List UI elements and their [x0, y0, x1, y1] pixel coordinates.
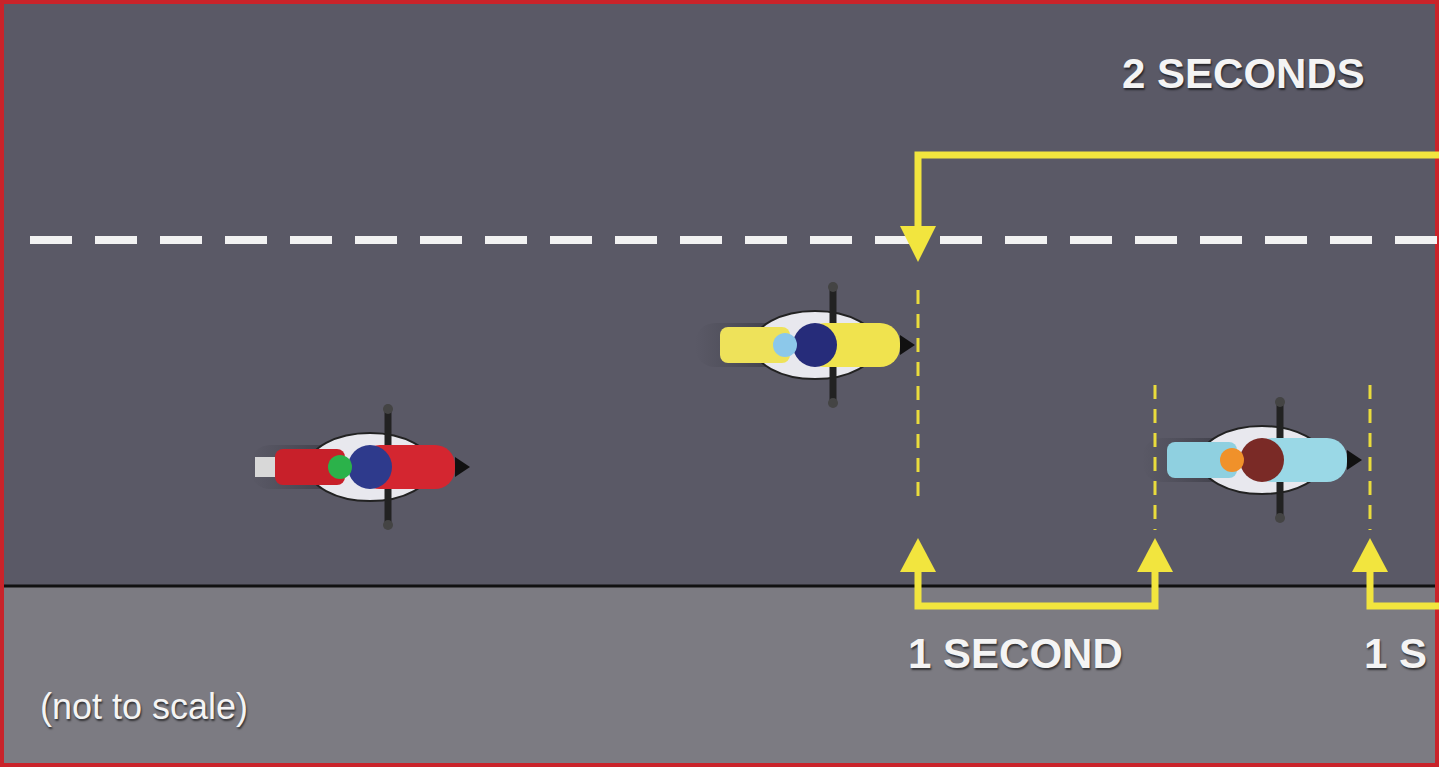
lane-divider — [30, 236, 1439, 244]
motorcycle-red — [250, 404, 470, 530]
duration-label: 2 SECONDS — [1122, 50, 1365, 98]
motorcycle-yellow — [695, 282, 915, 408]
time-brackets — [918, 155, 1439, 606]
duration-label: 1 SECOND — [908, 630, 1123, 678]
duration-label: 1 S — [1364, 630, 1427, 678]
motorcycle-blue — [1142, 397, 1362, 523]
time-markers — [918, 290, 1370, 530]
bracket-arrowheads — [900, 226, 1388, 572]
scale-note: (not to scale) — [40, 686, 248, 728]
